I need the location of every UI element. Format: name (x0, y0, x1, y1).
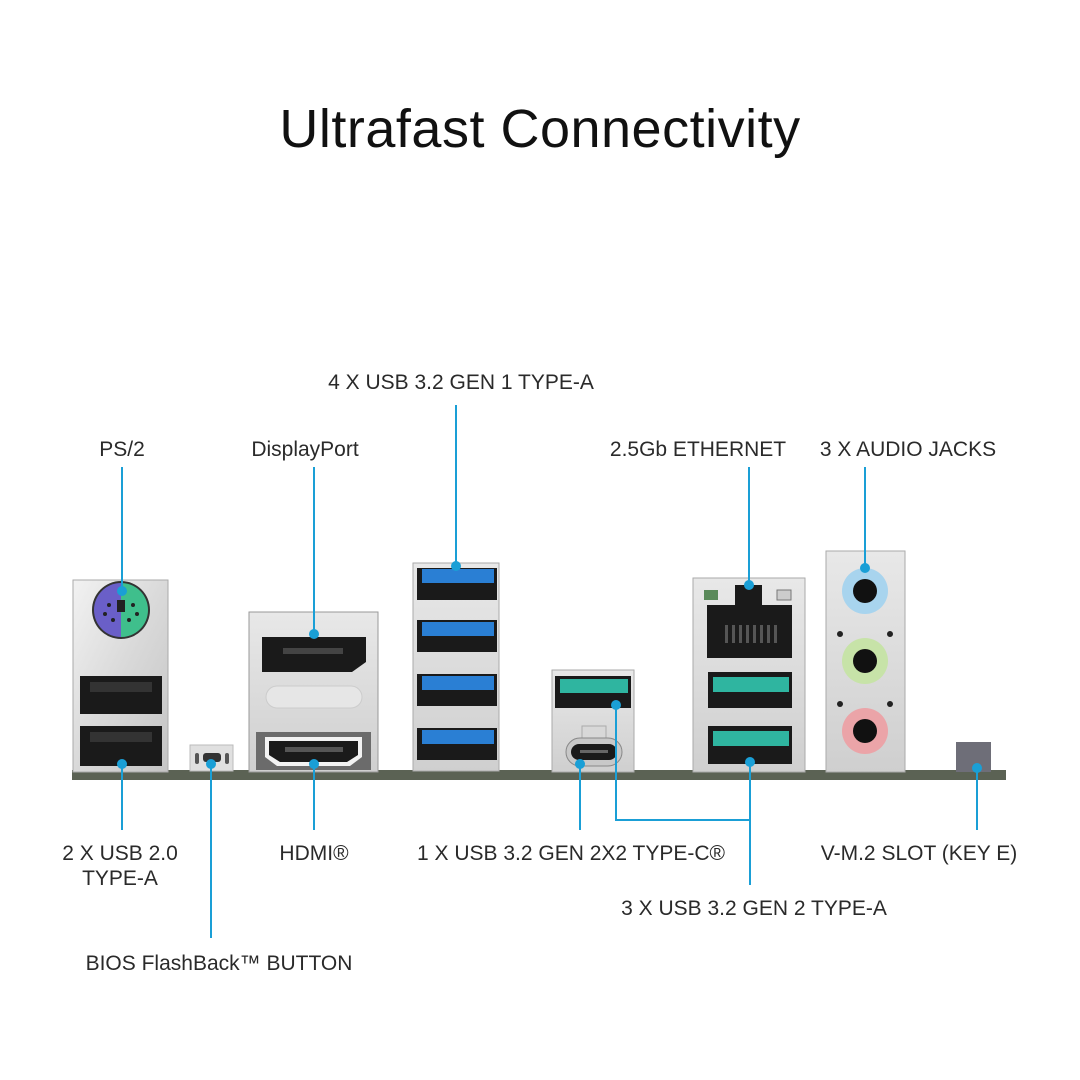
usb-gen1-port-2 (417, 620, 497, 652)
label-ethernet: 2.5Gb ETHERNET (609, 438, 787, 461)
audio-stack (825, 550, 906, 773)
ps2-keyboard-half (94, 583, 121, 637)
label-hdmi: HDMI® (279, 842, 349, 865)
usb-gen1-tongue (422, 676, 494, 690)
ethernet-led-right (776, 589, 792, 601)
ethernet-led-left (704, 590, 718, 600)
label-usb-gen2: 3 X USB 3.2 GEN 2 TYPE-A (621, 897, 887, 920)
usb-gen1-port-4 (417, 728, 497, 760)
label-audio: 3 X AUDIO JACKS (819, 438, 997, 461)
ethernet-gen2-stack (692, 577, 806, 773)
usb-c-gen2-stack (551, 669, 635, 773)
usb-gen2-port-2 (708, 672, 792, 708)
ethernet-port (704, 585, 792, 658)
displayport-port (262, 637, 366, 672)
ps2-port (92, 581, 150, 639)
usb-c-port (565, 737, 623, 767)
usb-gen2-tongue (713, 731, 789, 746)
motherboard-edge (72, 770, 1006, 780)
label-usb2: 2 X USB 2.0 TYPE-A (62, 841, 178, 891)
usb-gen1-tongue (422, 622, 494, 636)
usb-gen1-stack (412, 562, 500, 772)
usb-gen1-tongue (422, 730, 494, 744)
usb2-port-top (80, 676, 162, 714)
label-ps2: PS/2 (99, 438, 145, 461)
label-usb-gen1: 4 X USB 3.2 GEN 1 TYPE-A (328, 371, 594, 394)
callout-dots (117, 561, 982, 773)
usb-gen1-port-1 (417, 568, 497, 600)
audio-jack-line-in (842, 568, 888, 614)
label-usb2-line2: TYPE-A (82, 867, 158, 890)
usb-gen1-port-3 (417, 674, 497, 706)
ps2-usb2-stack (72, 579, 169, 773)
usb-gen2-tongue (713, 677, 789, 692)
audio-jack-line-out (842, 638, 888, 684)
audio-jack-mic (842, 708, 888, 754)
label-displayport: DisplayPort (251, 438, 359, 461)
label-usb-c: 1 X USB 3.2 GEN 2X2 TYPE-C® (416, 842, 726, 865)
ps2-mouse-half (121, 583, 148, 637)
callout-lines (121, 405, 978, 938)
usb-gen2-tongue (560, 679, 628, 693)
callout-usb-gen2-a (615, 705, 750, 821)
usb-gen1-tongue (422, 569, 494, 583)
page-title: Ultrafast Connectivity (279, 99, 801, 159)
label-m2: V-M.2 SLOT (KEY E) (820, 842, 1018, 865)
label-bios: BIOS FlashBack™ BUTTON (85, 952, 353, 975)
label-usb2-line1: 2 X USB 2.0 (62, 842, 178, 865)
